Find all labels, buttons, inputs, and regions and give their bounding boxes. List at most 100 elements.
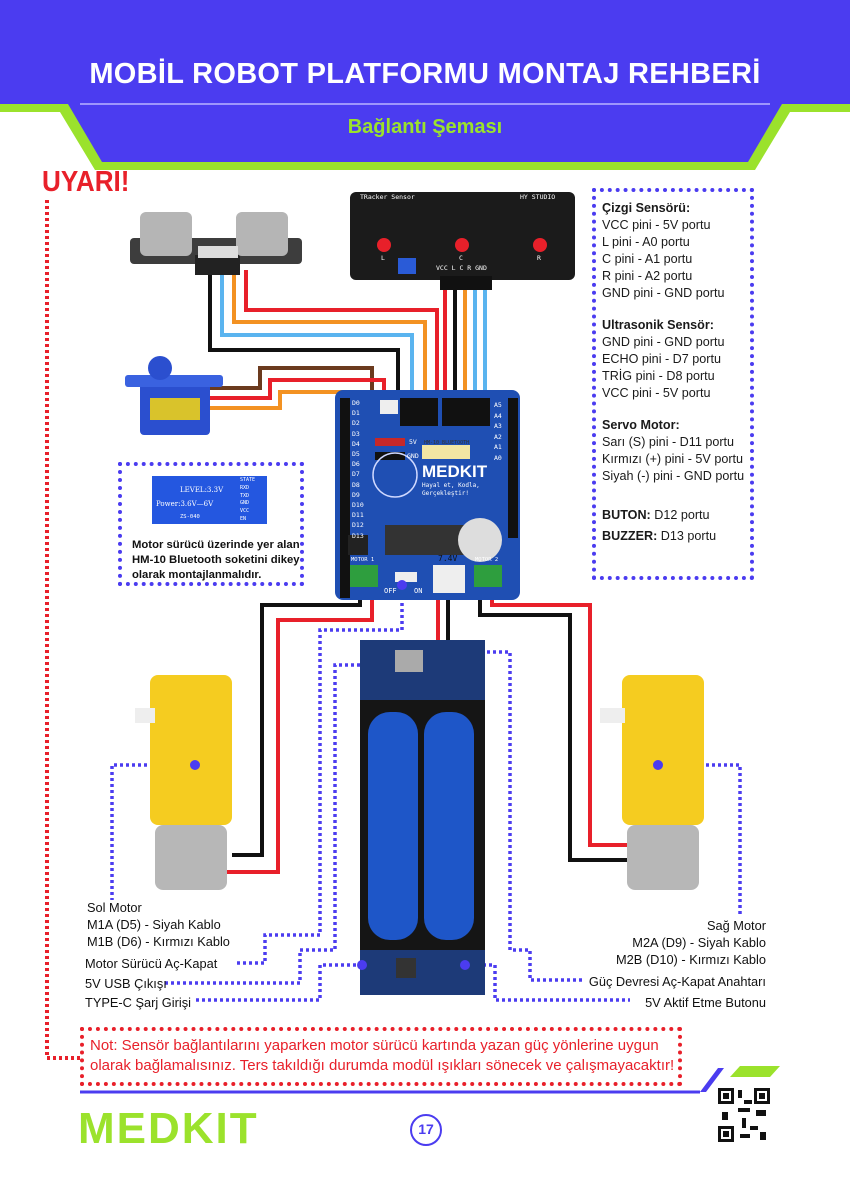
bt-pin: EN	[240, 515, 247, 522]
pin-line: Kırmızı (+) pini - 5V portu	[602, 452, 744, 466]
sensor-brand: HY STUDIO	[520, 193, 556, 201]
board-brand: MEDKIT	[422, 462, 488, 481]
pin: D7	[352, 470, 360, 479]
warning-dotted-line	[45, 200, 80, 1060]
button-value: D12 portu	[650, 508, 710, 522]
servo-heading: Servo Motor:	[602, 418, 680, 432]
line-tracker-sensor	[350, 192, 575, 290]
warning-label: UYARI!	[42, 166, 130, 198]
ultrasonic-sensor	[130, 212, 302, 275]
page-subtitle: Bağlantı Şeması	[347, 116, 503, 138]
motor1-label: MOTOR 1	[351, 557, 375, 563]
tracker-sensor-label: TRacker Sensor	[360, 193, 415, 201]
enable-button-label: 5V Aktif Etme Butonu	[645, 995, 766, 1010]
off-label: OFF	[384, 587, 397, 595]
bt-socket-label: HM-10 BLUETOOTH	[424, 440, 470, 446]
board-slogan: Hayal et, Kodla, Gerçekleştir!	[422, 482, 480, 497]
medkit-logo: MEDKIT	[78, 1104, 259, 1153]
board-5v: 5V	[409, 438, 417, 446]
right-motor-m2a: M2A (D9) - Siyah Kablo	[632, 935, 766, 950]
pin: D3	[352, 429, 360, 438]
header-banner	[0, 0, 850, 170]
bt-pin: GND	[240, 500, 250, 507]
voltage-label: 7.4V	[438, 554, 458, 563]
right-motor	[600, 675, 704, 890]
buzzer-pin: BUZZER: D13 portu	[602, 528, 750, 545]
pin: A5	[494, 401, 502, 409]
bluetooth-caption: Motor sürücü üzerinde yer alan HM-10 Blu…	[132, 539, 300, 581]
pin-line: C pini - A1 portu	[602, 252, 693, 266]
button-pin: BUTON: D12 portu	[602, 507, 750, 524]
bt-pin: TXD	[240, 492, 250, 499]
pin: D10	[352, 501, 364, 510]
bt-level: LEVEL:3.3V	[180, 486, 224, 494]
pin-line: GND pini - GND portu	[602, 286, 725, 300]
pin: D11	[352, 511, 364, 520]
power-switch-label: Güç Devresi Aç-Kapat Anahtarı	[588, 974, 766, 989]
servo-motor	[125, 356, 223, 435]
pin-line: VCC pini - 5V portu	[602, 386, 711, 400]
pin-line: VCC pini - 5V portu	[602, 218, 711, 232]
pin: A2	[494, 432, 502, 441]
usb-output-label: 5V USB Çıkışı	[85, 976, 167, 991]
left-motor	[135, 675, 232, 890]
pin: A1	[494, 443, 502, 451]
bt-pin: RXD	[240, 484, 250, 491]
led-l-label: L	[381, 254, 385, 262]
battery-pack	[360, 640, 485, 995]
pin: A4	[494, 411, 502, 420]
pin-line: ECHO pini - D7 portu	[602, 352, 721, 366]
sensor-pins-label: VCC L C R GND	[436, 264, 487, 272]
led-r-label: R	[537, 254, 541, 262]
buzzer-value: D13 portu	[657, 529, 717, 543]
button-key: BUTON:	[602, 508, 651, 522]
right-motor-m2b: M2B (D10) - Kırmızı Kablo	[615, 952, 766, 967]
left-motor-m1b: M1B (D6) - Kırmızı Kablo	[87, 934, 230, 949]
on-label: ON	[414, 587, 423, 595]
board-gnd: GND	[407, 452, 419, 460]
pin-line: L pini - A0 portu	[602, 235, 690, 249]
pin-connection-box: Çizgi Sensörü: VCC pini - 5V portu L pin…	[592, 188, 754, 580]
page-title: MOBİL ROBOT PLATFORMU MONTAJ REHBERİ	[89, 58, 761, 90]
left-motor-m1a: M1A (D5) - Siyah Kablo	[87, 917, 221, 932]
pin-line: GND pini - GND portu	[602, 335, 725, 349]
pin: D0	[352, 399, 360, 407]
bt-pin: VCC	[240, 508, 250, 515]
motor-driver-board	[335, 390, 520, 600]
ultrasonic-heading: Ultrasonik Sensör:	[602, 318, 714, 332]
typec-input-label: TYPE-C Şarj Girişi	[85, 995, 191, 1010]
qr-code	[718, 1088, 770, 1142]
line-sensor-heading: Çizgi Sensörü:	[602, 201, 691, 215]
pin: D5	[352, 450, 360, 459]
led-c-label: C	[459, 254, 463, 262]
pin: A3	[494, 422, 502, 430]
pin: D9	[352, 490, 360, 499]
pin: D12	[352, 521, 364, 530]
pin-line: Sarı (S) pini - D11 portu	[602, 435, 735, 449]
pin: D2	[352, 419, 360, 428]
pin: D8	[352, 480, 360, 489]
pin: A0	[494, 453, 502, 462]
left-motor-title: Sol Motor	[87, 900, 142, 915]
buzzer-key: BUZZER:	[602, 529, 658, 543]
bt-pin: STATE	[240, 477, 256, 483]
pin: D1	[352, 409, 360, 418]
page-number: 17	[410, 1114, 442, 1146]
pin-line: Siyah (-) pini - GND portu	[602, 469, 745, 483]
pin-line: R pini - A2 portu	[602, 269, 693, 283]
bt-model: ZS-040	[180, 514, 200, 520]
pin: D4	[352, 439, 360, 448]
motor2-label: MOTOR 2	[475, 557, 499, 563]
pin: D13	[352, 531, 364, 540]
right-motor-title: Sağ Motor	[706, 918, 766, 933]
bt-power: Power:3.6V—6V	[156, 500, 214, 508]
driver-switch-label: Motor Sürücü Aç-Kapat	[85, 956, 218, 971]
pin: D6	[352, 460, 360, 469]
pin-line: TRİG pini - D8 portu	[602, 369, 715, 383]
